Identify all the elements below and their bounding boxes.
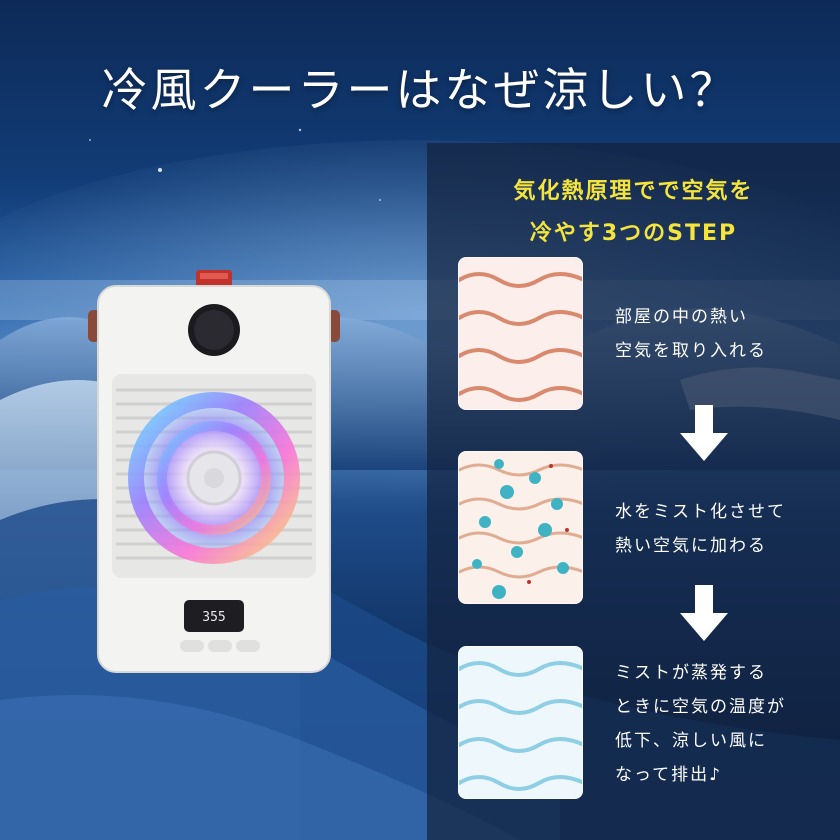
step3-text-line4: なって排出♪: [615, 765, 722, 785]
air-cooler-device: 355: [84, 270, 344, 684]
temperature-readout: 355: [202, 610, 225, 625]
step3-text-line1: ミストが蒸発する: [615, 663, 767, 683]
step1-text-line1: 部屋の中の熱い: [615, 307, 748, 327]
step3-text-line2: ときに空気の温度が: [615, 697, 786, 717]
page-headline: 冷風クーラーはなぜ涼しい？: [101, 63, 739, 117]
down-arrow-icon: [680, 585, 728, 645]
down-arrow-icon: [680, 405, 728, 465]
panel-title-line1: 気化熱原理でで空気を: [513, 179, 754, 204]
step1-illustration: [458, 257, 583, 410]
step3-illustration: [458, 646, 583, 799]
step1-text-line2: 空気を取り入れる: [615, 341, 767, 361]
step3-text-line3: 低下、涼しい風に: [615, 731, 767, 751]
step2-illustration: [458, 451, 583, 604]
panel-title-line2: 冷やす3つのSTEP: [529, 221, 738, 246]
step2-text-line1: 水をミスト化させて: [615, 502, 786, 522]
step2-text-line2: 熱い空気に加わる: [615, 536, 767, 556]
